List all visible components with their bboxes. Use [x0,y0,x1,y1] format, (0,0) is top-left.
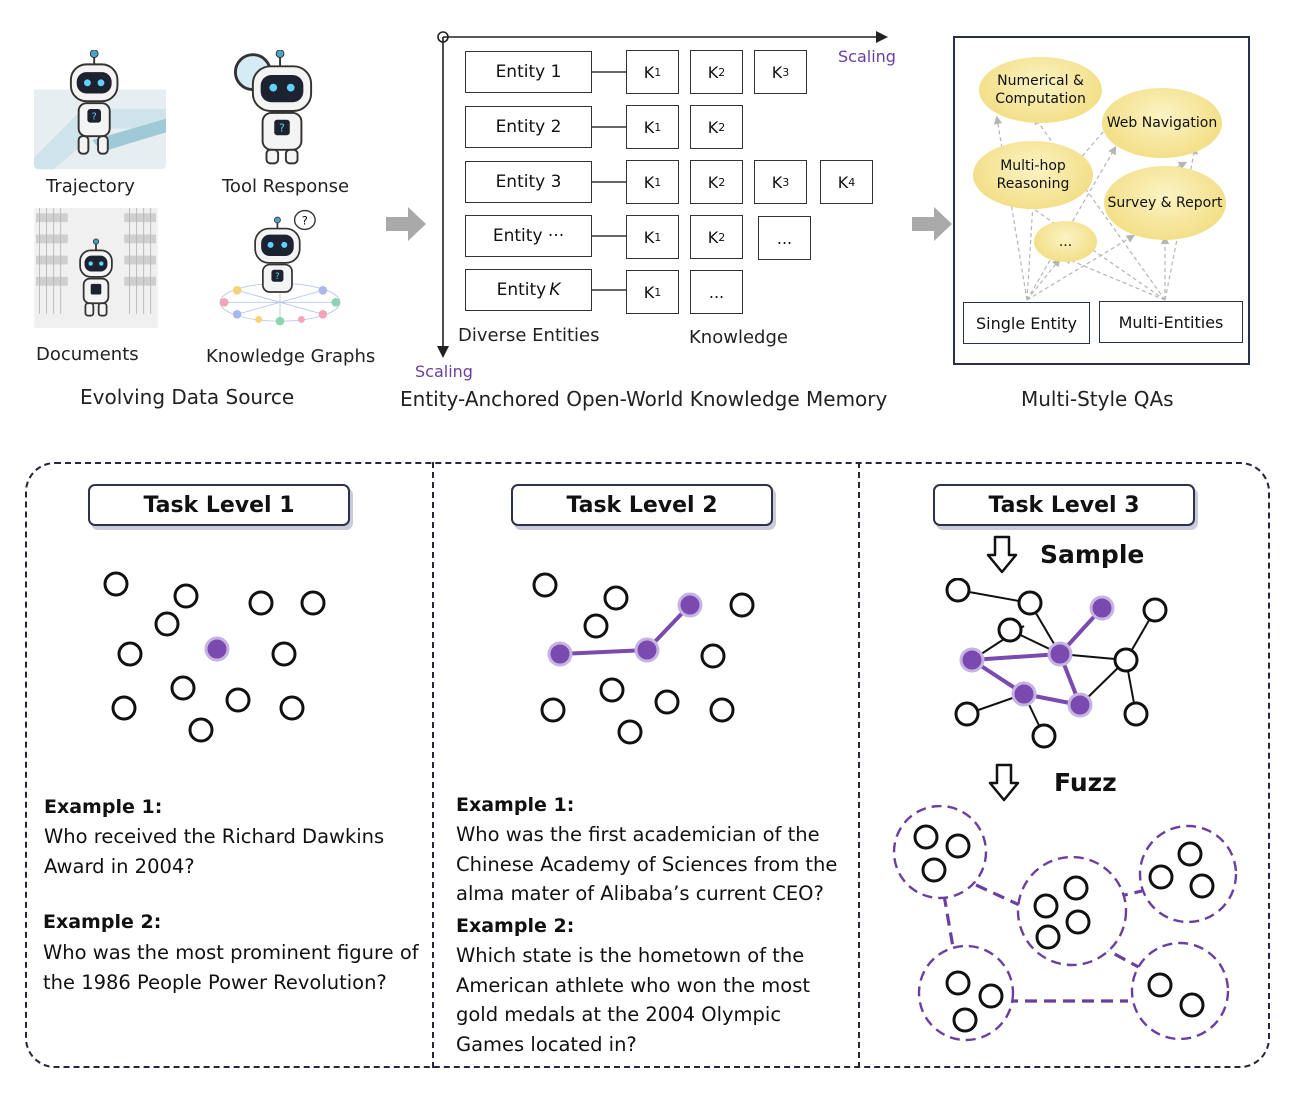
svg-text:?: ? [275,272,280,282]
source-label-documents: Documents [36,344,139,365]
single-entity-box: Single Entity [963,302,1090,344]
documents-robot-illustration [34,208,158,328]
task2-example1-title: Example 1: [456,794,575,816]
task1-example2-text: Who was the most prominent figure of the… [43,941,419,994]
task-levels-panel [25,462,1270,1068]
sample-down-arrow-icon [986,535,1018,574]
knowledge-graphs-robot-illustration: ? ? [219,209,341,326]
multi-entities-box: Multi-Entities [1099,301,1243,343]
task-level-1-graph [103,571,326,743]
entity-box-more: Entity ··· [465,215,592,257]
task-level-1-title: Task Level 1 [88,484,350,526]
qa-style-survey-report: Survey & Report [1104,166,1226,240]
task1-example1-title: Example 1: [44,796,163,818]
task1-example1-text: Who received the Richard Dawkins Award i… [44,825,385,878]
knowledge-label: Knowledge [689,327,788,348]
source-label-tool-response: Tool Response [222,176,350,197]
qa-style-multi-hop: Multi-hop Reasoning [973,141,1093,209]
tool-response-robot-illustration: ? [233,50,313,165]
svg-text:?: ? [279,121,285,134]
diverse-entities-label: Diverse Entities [458,325,600,346]
qa-style-web-navigation: Web Navigation [1102,88,1222,158]
knowledge-box: ... [758,216,811,260]
scaling-label-x: Scaling [838,47,896,66]
task2-example2-title: Example 2: [456,915,575,937]
source-label-trajectory: Trajectory [46,176,135,197]
qa-style-more: ... [1034,221,1097,262]
entity-box-3: Entity 3 [465,161,592,203]
panel-divider [432,462,434,1068]
task2-example2-text: Which state is the hometown of the Ameri… [456,944,811,1056]
fuzz-down-arrow-icon [988,763,1020,802]
task1-example2-title: Example 2: [43,911,162,933]
task2-example1-text: Who was the first academician of the Chi… [456,823,838,905]
svg-text:?: ? [92,112,97,123]
panel-divider [858,462,860,1068]
trajectory-robot-illustration: ? [34,50,166,170]
knowledge-box: ... [690,270,743,314]
entity-box-2: Entity 2 [465,106,592,148]
entity-box-k: Entity K [465,269,592,311]
flow-arrow-icon [912,207,952,241]
qa-style-numerical: Numerical & Computation [979,57,1102,123]
knowledge-memory-caption: Entity-Anchored Open-World Knowledge Mem… [400,387,888,411]
task-level-3-fuzz-graph [892,805,1238,1042]
source-label-knowledge-graphs: Knowledge Graphs [206,346,376,367]
svg-text:?: ? [302,214,308,227]
memory-axes [437,31,888,358]
task-level-2-title: Task Level 2 [511,484,773,526]
entity-knowledge-connectors [592,71,628,291]
task-level-3-title: Task Level 3 [933,484,1195,526]
entity-box-1: Entity 1 [465,51,592,93]
fuzz-label: Fuzz [1054,768,1117,797]
task-level-3-sample-graph [945,578,1168,749]
multi-style-qa-caption: Multi-Style QAs [1021,387,1174,411]
qa-frame [953,36,1250,365]
flow-arrow-icon [386,207,426,241]
data-source-caption: Evolving Data Source [80,385,295,409]
scaling-label-y: Scaling [415,362,473,381]
sample-label: Sample [1040,540,1145,569]
task-level-2-graph [532,572,755,745]
